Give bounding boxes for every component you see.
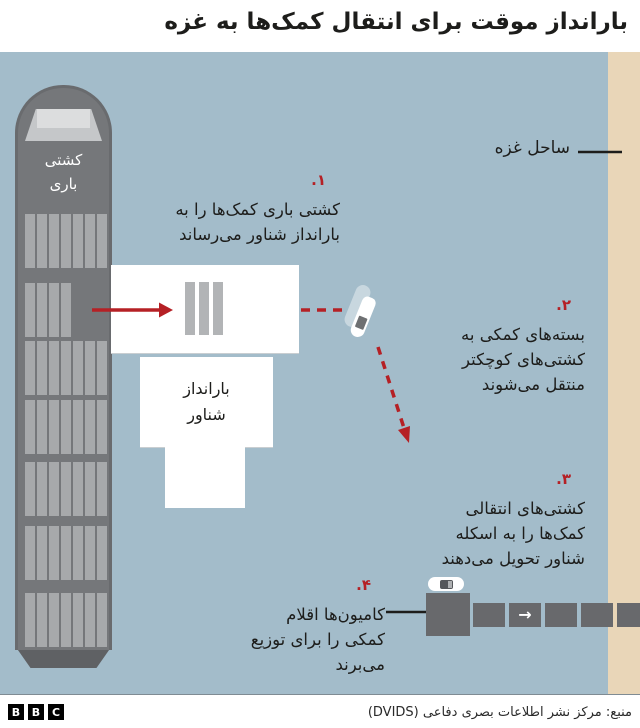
annotation-3-number: ۳. (556, 470, 571, 488)
truck-direction-arrow-icon: → (518, 605, 532, 624)
annotation-1: ۱. کشتی باری کمک‌ها را به بارانداز شناور… (175, 168, 340, 247)
causeway: → (473, 603, 640, 627)
annotation-2-number: ۲. (556, 296, 571, 314)
annotation-3: ۳. کشتی‌های انتقالی کمک‌ها را به اسکله ش… (442, 467, 585, 571)
diagram-canvas: ساحل غزه کشتی باری بارانداز شناور (0, 52, 640, 695)
annotation-1-number: ۱. (311, 171, 326, 189)
ship-stern-icon (17, 650, 110, 668)
pier-label: بارانداز شناور (183, 379, 230, 424)
annotation-4: ۴. کامیون‌ها اقلام کمکی را برای توزیع می… (251, 573, 385, 677)
bbc-logo-letter: C (48, 704, 64, 720)
container-row (25, 341, 107, 395)
ship-label: کشتی باری (44, 151, 83, 193)
bbc-logo-letter: B (28, 704, 44, 720)
ship-bridge-top-icon (37, 109, 90, 128)
floating-pier-deck (111, 265, 299, 353)
gaza-coast-strip (608, 52, 640, 694)
container-row (25, 214, 107, 268)
annotation-2: ۲. بسته‌های کمکی به کشتی‌های کوچکتر منتق… (461, 293, 585, 397)
pier-platform (426, 593, 470, 636)
causeway-segment (617, 603, 640, 627)
docking-boat-icon (428, 577, 464, 591)
container-row (25, 400, 107, 454)
title-bar: بارانداز موقت برای انتقال کمک‌ها به غزه (0, 0, 640, 52)
causeway-segment (545, 603, 577, 627)
boat-cabin-icon (440, 579, 453, 589)
page-title: بارانداز موقت برای انتقال کمک‌ها به غزه (164, 9, 628, 35)
annotation-4-number: ۴. (356, 576, 371, 594)
boat-window-icon (448, 580, 452, 588)
source-credit: منبع: مرکز نشر اطلاعات بصری دفاعی (DVIDS… (367, 704, 632, 720)
bbc-logo: B B C (8, 704, 64, 720)
container-row (25, 462, 107, 516)
floating-pier-label-box: بارانداز شناور (140, 357, 273, 447)
boat-route-arrowhead-icon (398, 426, 410, 443)
container-row (25, 593, 107, 647)
container-row (25, 526, 107, 580)
cargo-ship: کشتی باری (15, 85, 112, 650)
coast-label: ساحل غزه (494, 138, 570, 158)
causeway-segment (473, 603, 505, 627)
boat-cabin-icon (354, 315, 368, 330)
container-row (25, 283, 71, 337)
boat-route-dashed-line (376, 346, 406, 429)
footer: B B C منبع: مرکز نشر اطلاعات بصری دفاعی … (0, 696, 640, 728)
bbc-logo-letter: B (8, 704, 24, 720)
pier-containers-icon (185, 282, 223, 335)
causeway-segment: → (509, 603, 541, 627)
causeway-segment (581, 603, 613, 627)
floating-pier-extension (165, 447, 245, 508)
